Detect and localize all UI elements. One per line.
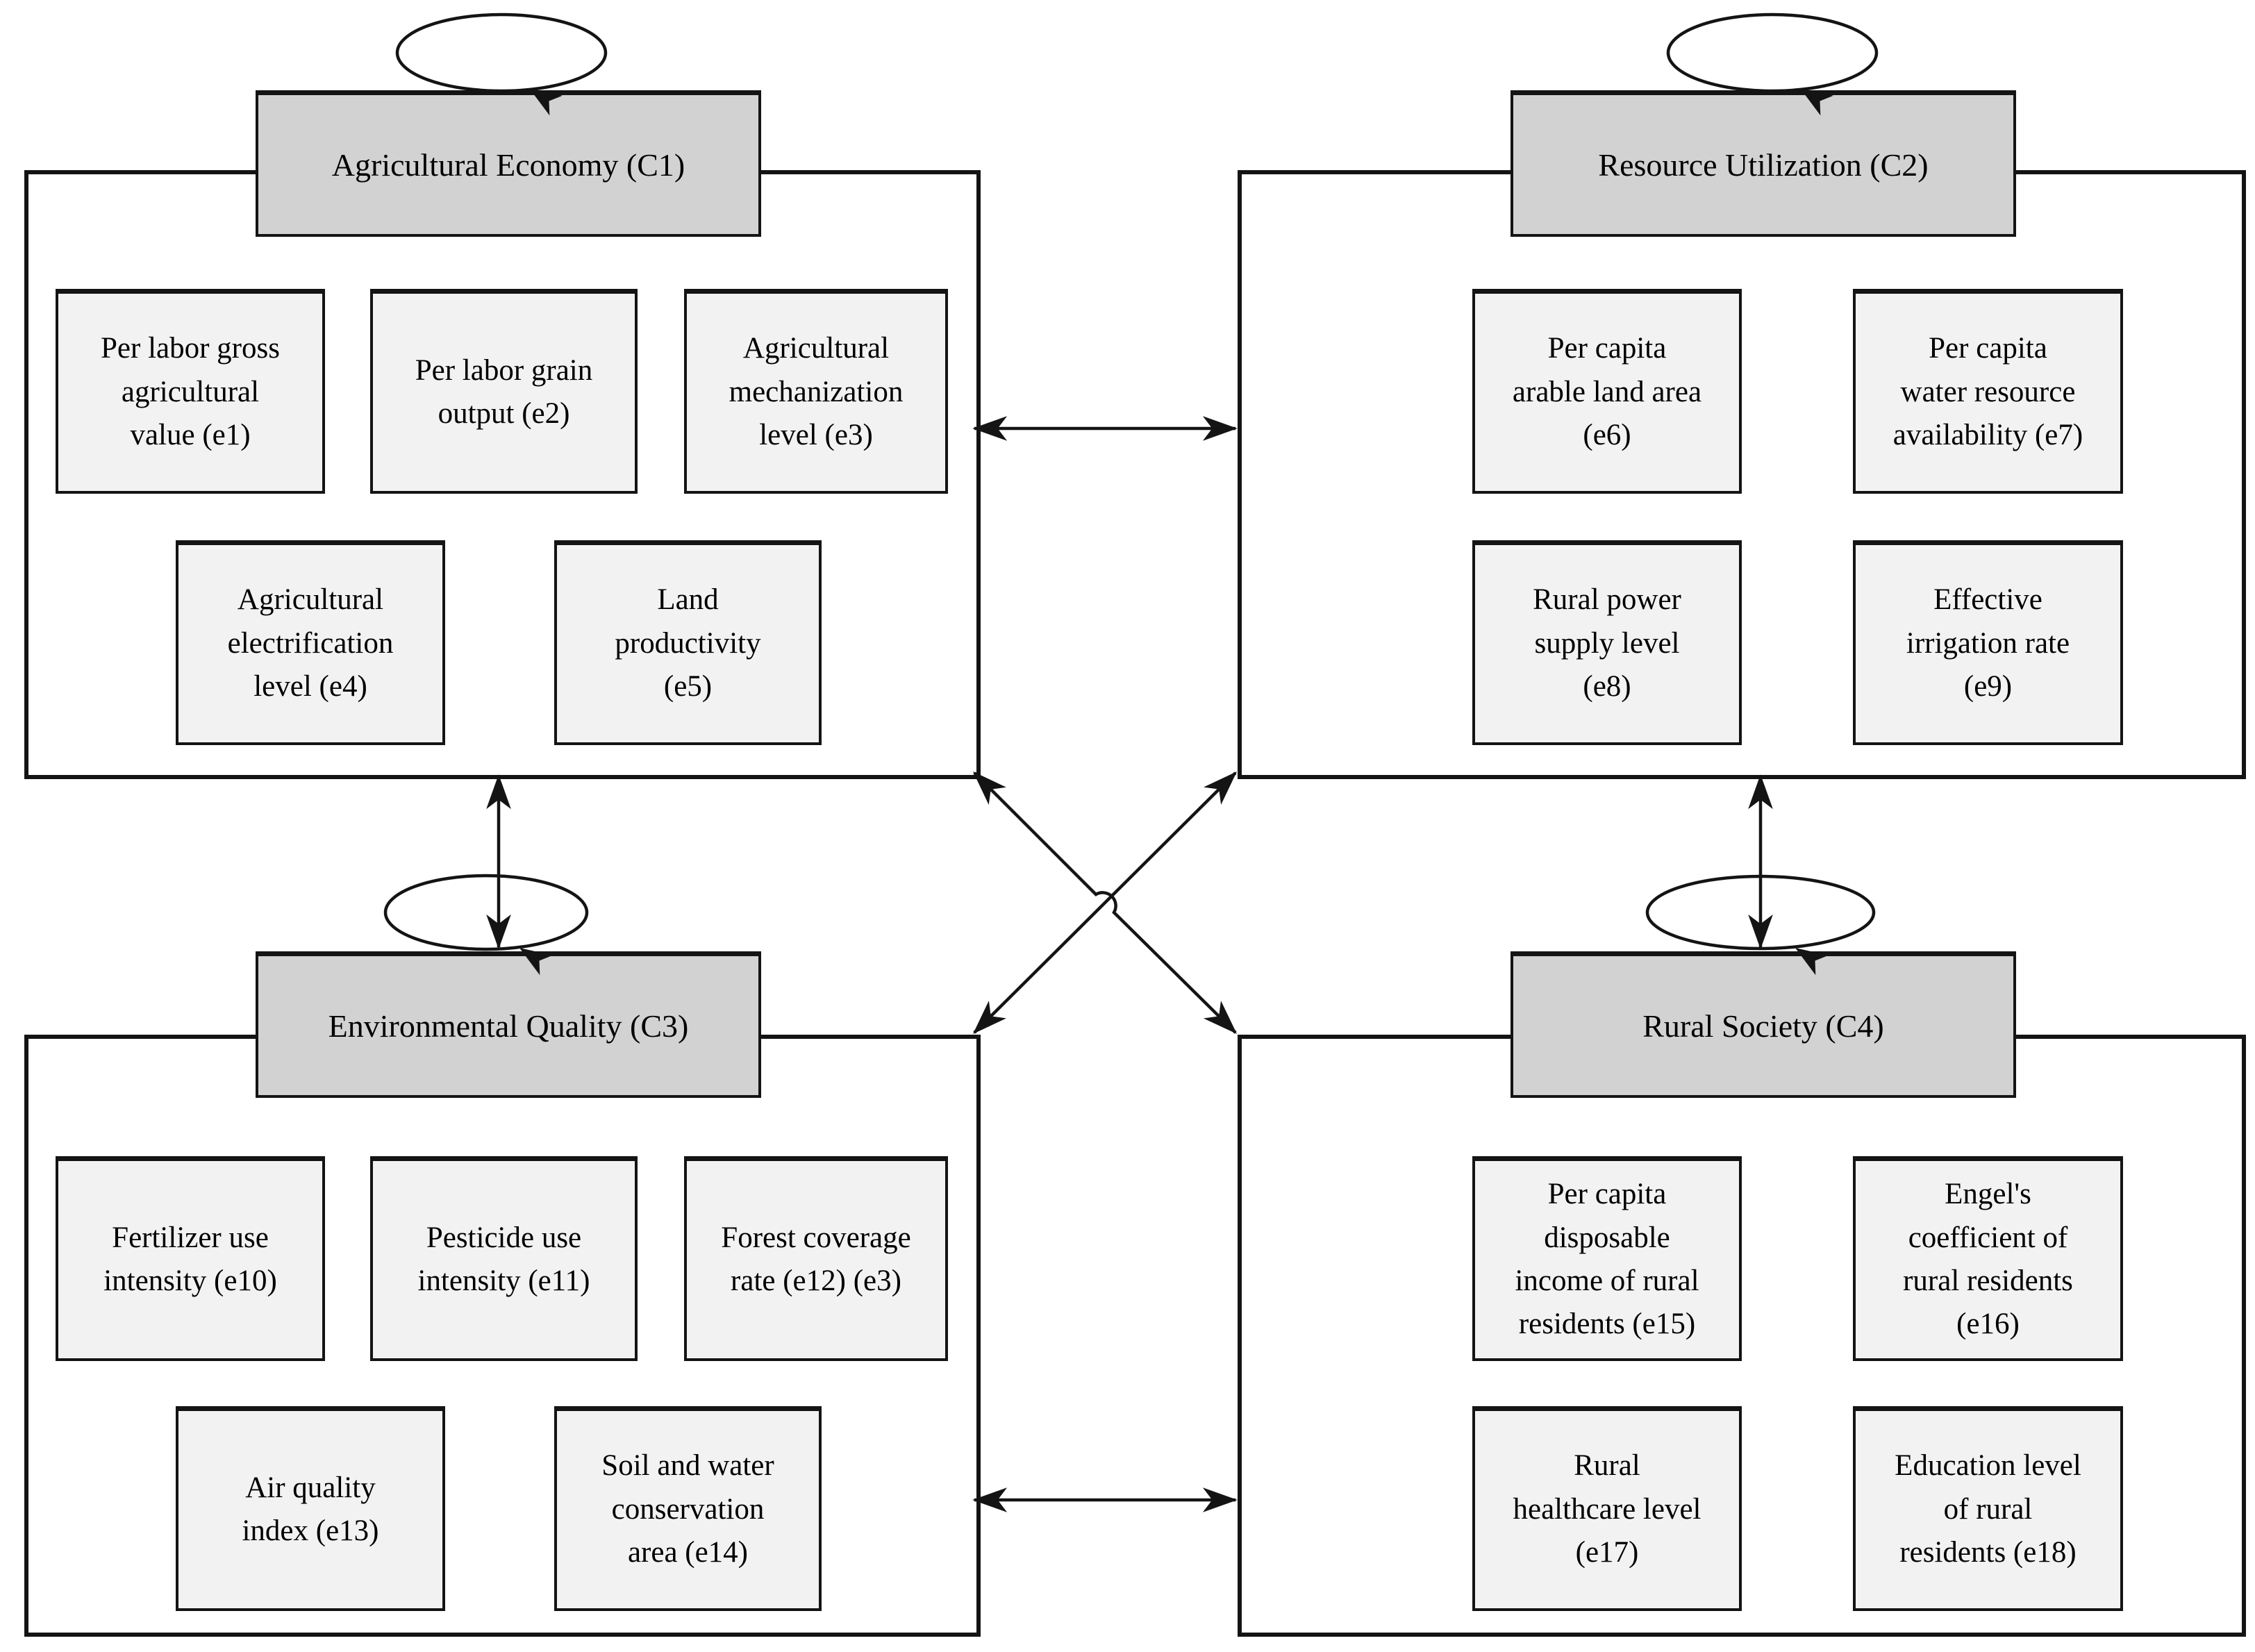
indicator-box-e1: Per labor gross agricultural value (e1): [56, 289, 325, 494]
cluster-title-c2-label: Resource Utilization (C2): [1598, 147, 1929, 183]
indicator-box-e12: Forest coverage rate (e12) (e3): [684, 1156, 948, 1361]
self-loop-c2-icon: [1666, 12, 1879, 93]
self-loop-c1-icon: [395, 12, 608, 93]
arrow-c1-c4: [972, 771, 1238, 1035]
cluster-title-c1-label: Agricultural Economy (C1): [331, 147, 685, 183]
indicator-box-e16: Engel's coefficient of rural residents (…: [1853, 1156, 2123, 1361]
cluster-title-c3: Environmental Quality (C3): [256, 951, 761, 1098]
indicator-box-e4: Agricultural electrification level (e4): [176, 540, 445, 745]
indicator-box-e3: Agricultural mechanization level (e3): [684, 289, 948, 494]
indicator-box-e7: Per capita water resource availability (…: [1853, 289, 2123, 494]
indicator-box-e8: Rural power supply level (e8): [1472, 540, 1742, 745]
indicator-box-e18: Education level of rural residents (e18): [1853, 1406, 2123, 1611]
cluster-title-c2: Resource Utilization (C2): [1511, 90, 2016, 237]
indicator-box-e5: Land productivity (e5): [554, 540, 822, 745]
arrow-c2-c3: [972, 771, 1238, 1035]
indicator-box-e13: Air quality index (e13): [176, 1406, 445, 1611]
indicator-box-e17: Rural healthcare level (e17): [1472, 1406, 1742, 1611]
cluster-title-c1: Agricultural Economy (C1): [256, 90, 761, 237]
self-loop-c3-icon: [383, 874, 589, 951]
indicator-box-e2: Per labor grain output (e2): [370, 289, 638, 494]
self-loop-c4-icon: [1645, 874, 1876, 951]
indicator-box-e15: Per capita disposable income of rural re…: [1472, 1156, 1742, 1361]
indicator-box-e14: Soil and water conservation area (e14): [554, 1406, 822, 1611]
cluster-title-c4-label: Rural Society (C4): [1642, 1008, 1884, 1044]
indicator-box-e9: Effective irrigation rate (e9): [1853, 540, 2123, 745]
cluster-title-c3-label: Environmental Quality (C3): [328, 1008, 689, 1044]
indicator-box-e10: Fertilizer use intensity (e10): [56, 1156, 325, 1361]
cluster-title-c4: Rural Society (C4): [1511, 951, 2016, 1098]
indicator-box-e6: Per capita arable land area (e6): [1472, 289, 1742, 494]
indicator-box-e11: Pesticide use intensity (e11): [370, 1156, 638, 1361]
